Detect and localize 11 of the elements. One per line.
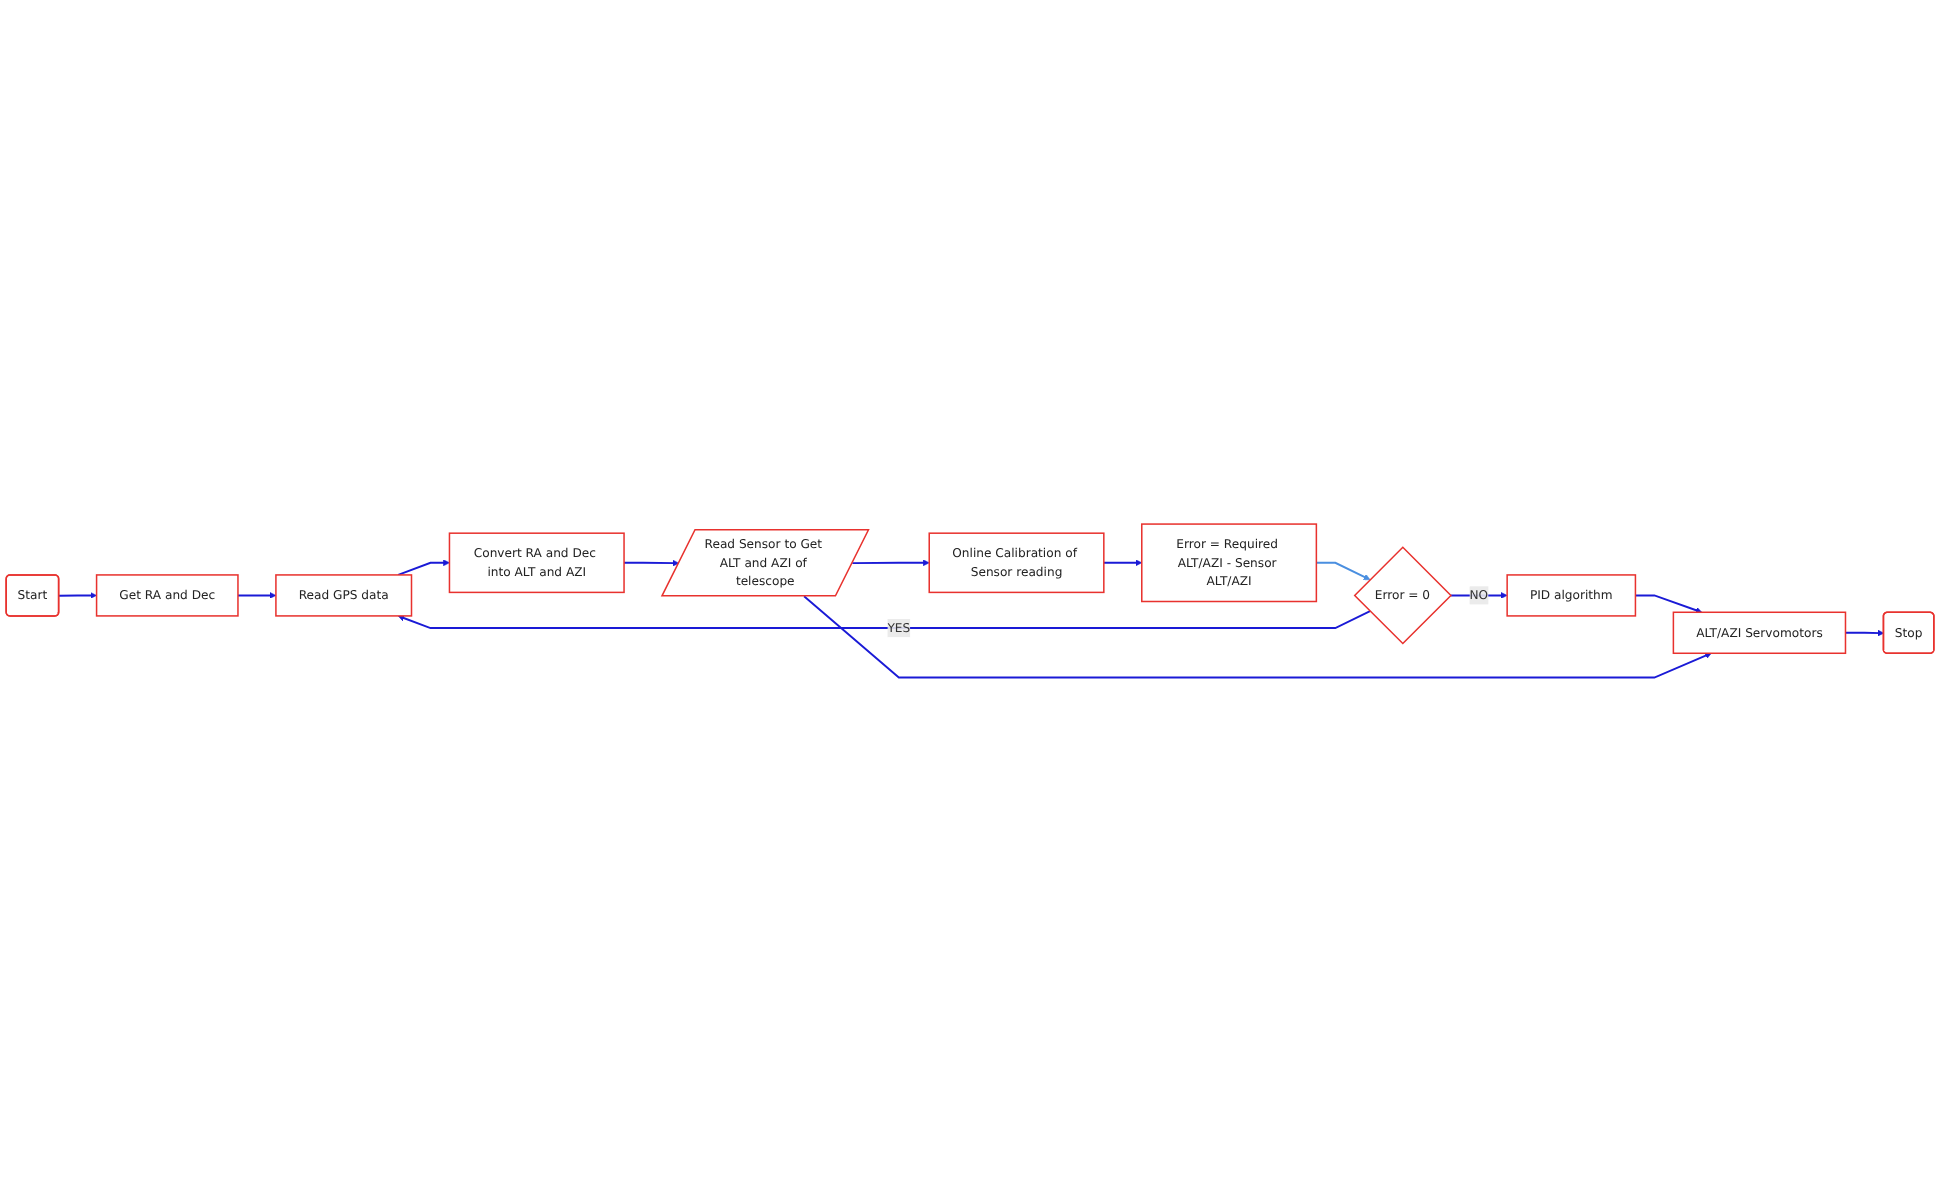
arrow: [803, 595, 1712, 679]
arrow: [58, 592, 97, 599]
arrow: [1634, 594, 1703, 614]
arrow: [397, 559, 450, 577]
arrow: [1102, 559, 1143, 567]
arrow: [397, 610, 1371, 630]
arrow: [1315, 562, 1371, 581]
arrow: [237, 592, 277, 599]
arrow: [623, 559, 680, 567]
arrow: [1844, 629, 1885, 637]
arrow: [851, 559, 930, 567]
